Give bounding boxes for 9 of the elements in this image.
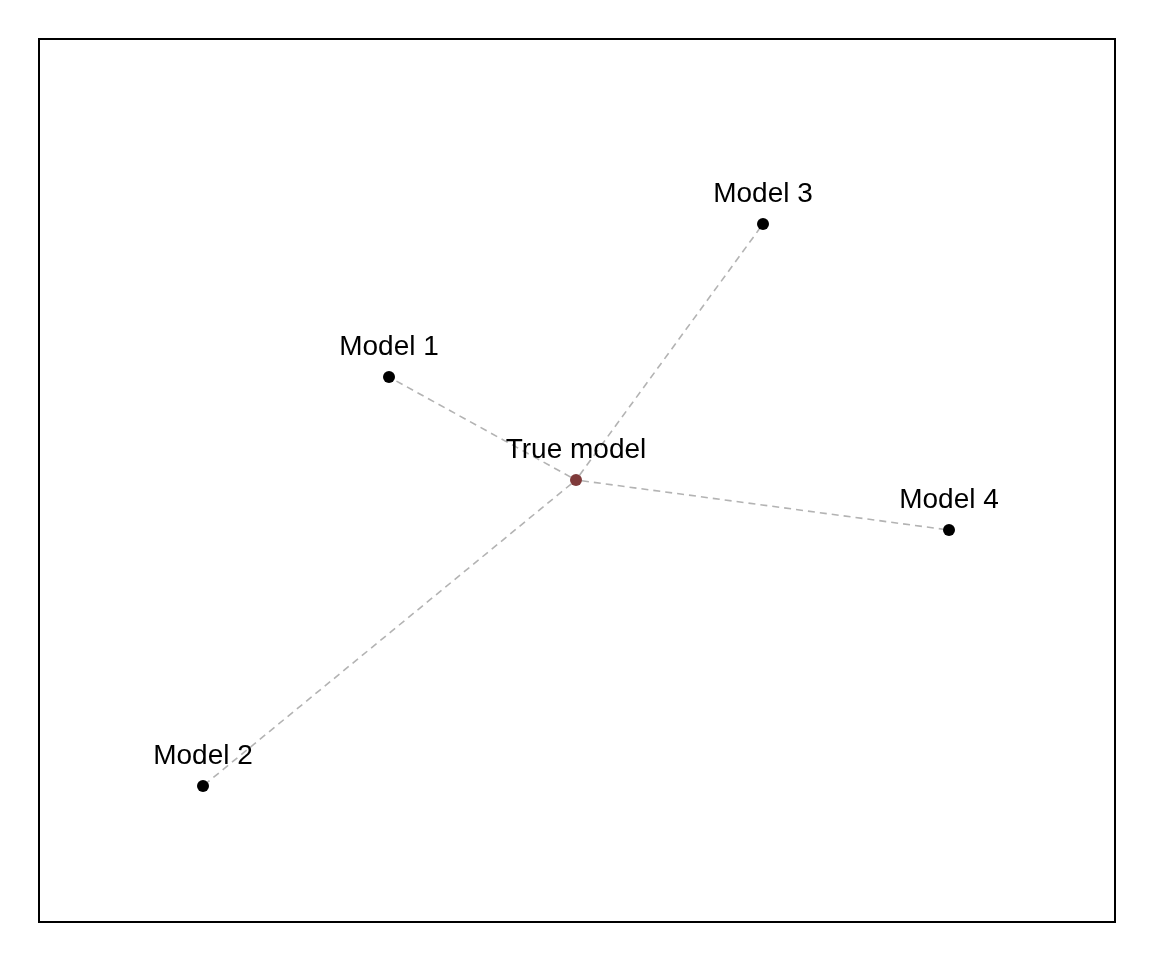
point-label: Model 4 xyxy=(899,483,999,515)
connector-line xyxy=(206,483,573,783)
point-label: True model xyxy=(505,433,647,465)
connector-line xyxy=(578,228,761,476)
point-label: Model 1 xyxy=(339,330,439,362)
connector-line xyxy=(393,379,572,478)
connector-line xyxy=(581,480,944,530)
point-label: Model 3 xyxy=(713,177,813,209)
point-label: Model 2 xyxy=(153,739,253,771)
